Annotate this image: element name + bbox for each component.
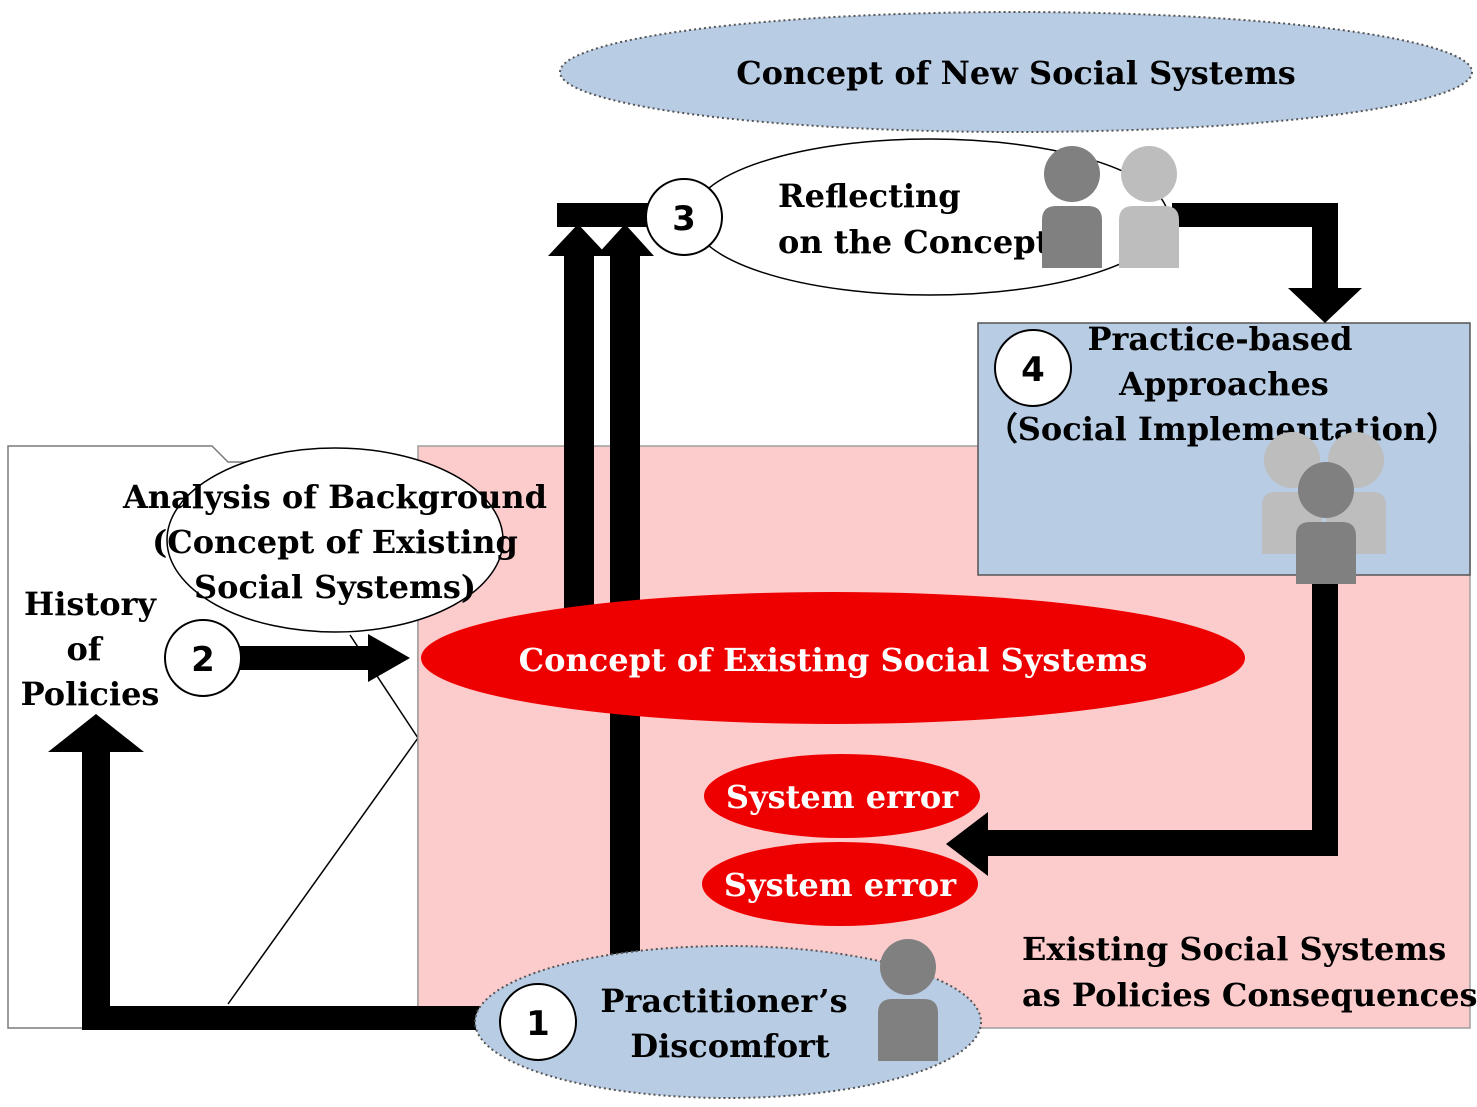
arrow-up-right	[596, 224, 654, 955]
reflecting-label-line2: on the Concept	[778, 223, 1051, 261]
arrow-to-history	[48, 714, 485, 1030]
analysis-ellipse	[166, 447, 504, 633]
consequences-label-line2: as Policies Consequences	[1022, 976, 1477, 1014]
history-label-line3: Policies	[21, 675, 160, 713]
reflecting-label-line1: Reflecting	[778, 177, 961, 215]
practice-label-line1: Practice-based	[1087, 320, 1352, 358]
practitioner-ellipse	[474, 945, 982, 1099]
arrow-step4-to-errors	[946, 583, 1338, 876]
analysis-label-line1: Analysis of Background	[122, 478, 547, 516]
new-social-systems-ellipse	[559, 11, 1473, 133]
system-error-label-1: System error	[726, 778, 959, 816]
arrow-up-left	[548, 224, 608, 610]
consequences-label-line1: Existing Social Systems	[1022, 930, 1446, 968]
system-error-ellipse-1	[704, 754, 980, 838]
practice-label-line2: Approaches	[1118, 365, 1329, 403]
step3-badge: 3	[645, 178, 723, 256]
existing-concept-label: Concept of Existing Social Systems	[519, 641, 1148, 679]
analysis-label-line3: Social Systems)	[194, 568, 476, 606]
system-error-ellipse-2	[702, 842, 978, 926]
step2-number: 2	[191, 640, 215, 680]
system-error-label-2: System error	[724, 866, 957, 904]
bar-into-step3	[557, 203, 652, 227]
existing-concept-ellipse	[421, 592, 1245, 724]
arrow-step3-to-step4	[1172, 203, 1362, 323]
step2-badge: 2	[164, 619, 242, 697]
step1-number: 1	[526, 1004, 550, 1044]
history-label-line1: History	[24, 585, 157, 623]
step4-badge: 4	[994, 329, 1072, 407]
step4-number: 4	[1021, 350, 1045, 390]
history-label-line2: of	[66, 630, 103, 668]
person-icon-step4-dark	[1296, 462, 1356, 584]
person-icon-step1	[878, 939, 938, 1061]
new-social-systems-label: Concept of New Social Systems	[736, 54, 1296, 92]
person-icon-step3-light	[1119, 146, 1179, 268]
analysis-label-line2: (Concept of Existing	[152, 523, 518, 561]
history-panel-diagonal	[227, 737, 419, 1005]
arrow-step2-to-concept	[240, 634, 410, 682]
step1-badge: 1	[499, 983, 577, 1061]
practitioner-label-line1: Practitioner’s	[600, 982, 847, 1020]
practitioner-label-line2: Discomfort	[630, 1027, 830, 1065]
practice-label-line3: （Social Implementation）	[986, 410, 1458, 448]
step3-number: 3	[672, 199, 696, 239]
person-icon-step3-dark	[1042, 146, 1102, 268]
